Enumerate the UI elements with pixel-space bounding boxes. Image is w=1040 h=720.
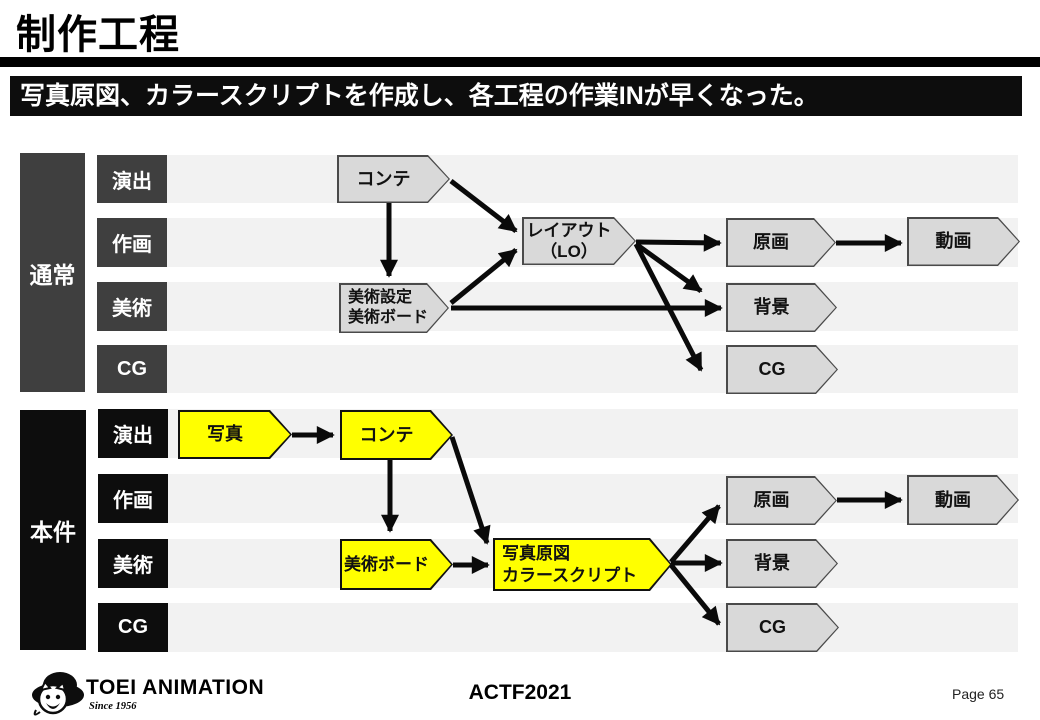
row-label-sakuga: 作画: [97, 218, 167, 267]
row-label-sakuga: 作画: [98, 474, 168, 523]
page-title: 制作工程: [16, 13, 180, 57]
row-stripe: [98, 603, 1018, 652]
flow-box-art-setting: 美術設定 美術ボード: [339, 283, 449, 333]
row-stripe: [97, 345, 1018, 393]
flow-box-shashin-genzu: 写真原図 カラースクリプト: [493, 538, 672, 591]
toei-logo-since: Since 1956: [89, 701, 137, 712]
row-label-enshutsu: 演出: [97, 155, 167, 203]
toei-mascot-logo-icon: [32, 672, 84, 716]
flow-box-conte-case: コンテ: [340, 410, 453, 460]
row-stripe: [97, 282, 1018, 331]
toei-logo-text: TOEI ANIMATION: [86, 676, 265, 699]
row-label-cg: CG: [98, 603, 168, 652]
headline-banner: 写真原図、カラースクリプトを作成し、各工程の作業INが早くなった。: [10, 76, 1022, 116]
section-label-normal-text: 通常: [29, 261, 76, 288]
section-label-normal: 通常: [20, 153, 85, 392]
event-name: ACTF2021: [468, 681, 572, 704]
flow-box-douga: 動画: [907, 217, 1020, 266]
section-label-this-case-text: 本件: [30, 519, 76, 545]
flow-box-layout: レイアウト （LO）: [522, 217, 636, 265]
flow-box-douga-case: 動画: [907, 475, 1019, 525]
flow-box-art-board: 美術ボード: [340, 539, 453, 590]
flow-box-cg-case: CG: [726, 603, 839, 652]
section-label-this-case: 本件: [20, 410, 86, 650]
page-number: Page 65: [952, 686, 1005, 702]
flow-box-genga-case: 原画: [726, 476, 837, 525]
flow-box-haikei: 背景: [726, 283, 837, 332]
title-divider: [0, 57, 1040, 67]
flow-box-conte: コンテ: [337, 155, 450, 203]
row-stripe: [98, 474, 1018, 523]
flow-box-genga: 原画: [726, 218, 836, 267]
row-stripe: [97, 155, 1018, 203]
row-label-cg: CG: [97, 345, 167, 393]
flow-box-haikei-case: 背景: [726, 539, 838, 588]
row-label-bijutsu: 美術: [98, 539, 168, 588]
row-label-bijutsu: 美術: [97, 282, 167, 331]
flow-box-cg: CG: [726, 345, 838, 394]
row-label-enshutsu: 演出: [98, 409, 168, 458]
flow-box-shashin: 写真: [178, 410, 292, 459]
